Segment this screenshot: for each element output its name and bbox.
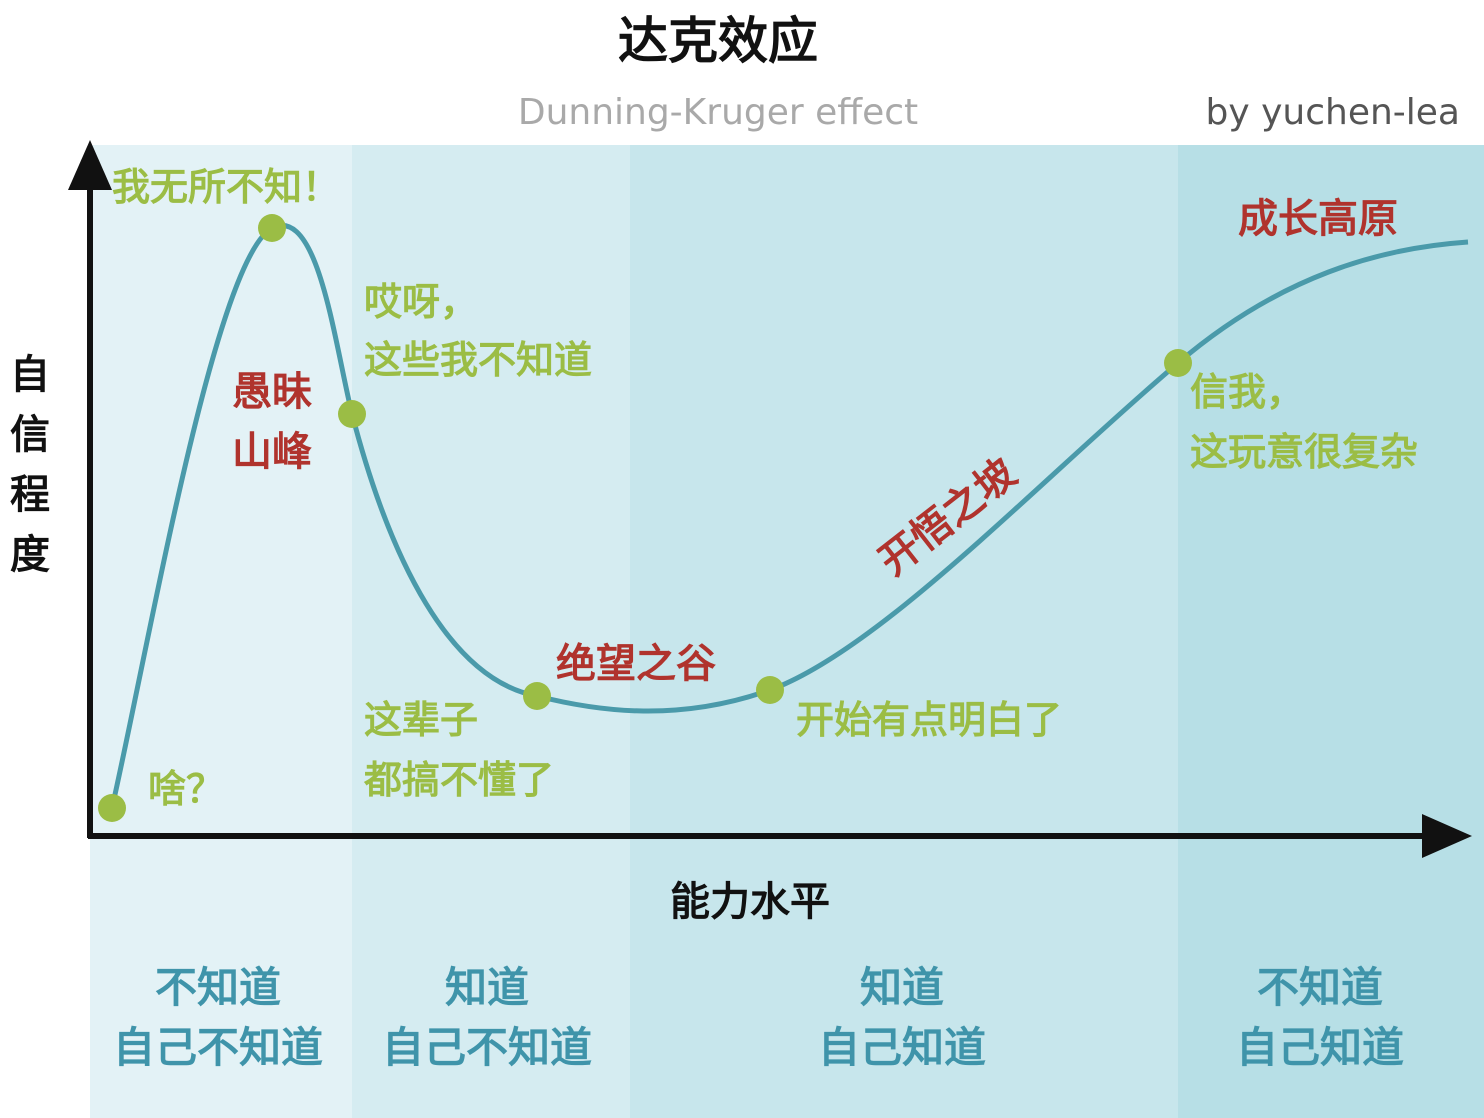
quadrant-1-line-1: 不知道 [155, 963, 281, 1012]
quadrant-3-line-1: 知道 [860, 963, 944, 1012]
diagram-title: 达克效应 [618, 12, 818, 70]
annotation-top: 我无所不知！ [112, 165, 340, 209]
band-unconscious-competence [1178, 145, 1484, 1118]
point-peak [258, 214, 286, 242]
point-decline [338, 400, 366, 428]
point-valley [523, 682, 551, 710]
x-axis-label: 能力水平 [670, 879, 830, 925]
band-conscious-incompetence [352, 145, 630, 1118]
annotation-bottom-line-2: 都搞不懂了 [363, 758, 554, 802]
quadrant-4-line-2: 自己知道 [1236, 1023, 1404, 1072]
point-late [1164, 349, 1192, 377]
annotation-late-line-1: 信我， [1190, 370, 1304, 414]
band-conscious-competence [630, 145, 1178, 1118]
diagram-subtitle: Dunning-Kruger effect [518, 92, 918, 133]
annotation-late-line-2: 这玩意很复杂 [1190, 430, 1418, 474]
y-axis-label-char-2: 信 [10, 412, 50, 458]
quadrant-4-line-1: 不知道 [1257, 963, 1383, 1012]
annotation-decline-line-2: 这些我不知道 [364, 338, 592, 382]
quadrant-2-line-2: 自己不知道 [382, 1023, 592, 1072]
stage-peak-line-1: 愚昧 [232, 369, 312, 415]
band-unconscious-incompetence [90, 145, 352, 1118]
annotation-decline-line-1: 哎呀， [364, 280, 478, 324]
quadrant-3-line-2: 自己知道 [818, 1023, 986, 1072]
quadrant-2-line-1: 知道 [445, 963, 529, 1012]
annotation-rise: 开始有点明白了 [796, 698, 1062, 742]
y-axis-label-char-1: 自 [10, 352, 50, 398]
x-axis-arrow-icon [1422, 814, 1472, 858]
y-axis-arrow-icon [68, 140, 112, 190]
point-start [98, 794, 126, 822]
point-rise [756, 676, 784, 704]
stage-valley: 绝望之谷 [556, 641, 716, 687]
y-axis-label-char-4: 度 [10, 532, 50, 578]
annotation-bottom-line-1: 这辈子 [364, 698, 478, 742]
y-axis-label-char-3: 程 [10, 472, 50, 518]
quadrant-1-line-2: 自己不知道 [113, 1023, 323, 1072]
annotation-start: 啥？ [148, 767, 224, 811]
credit-text: by yuchen-lea [1206, 92, 1461, 133]
stage-peak-line-2: 山峰 [232, 429, 312, 475]
stage-plateau: 成长高原 [1238, 196, 1398, 242]
